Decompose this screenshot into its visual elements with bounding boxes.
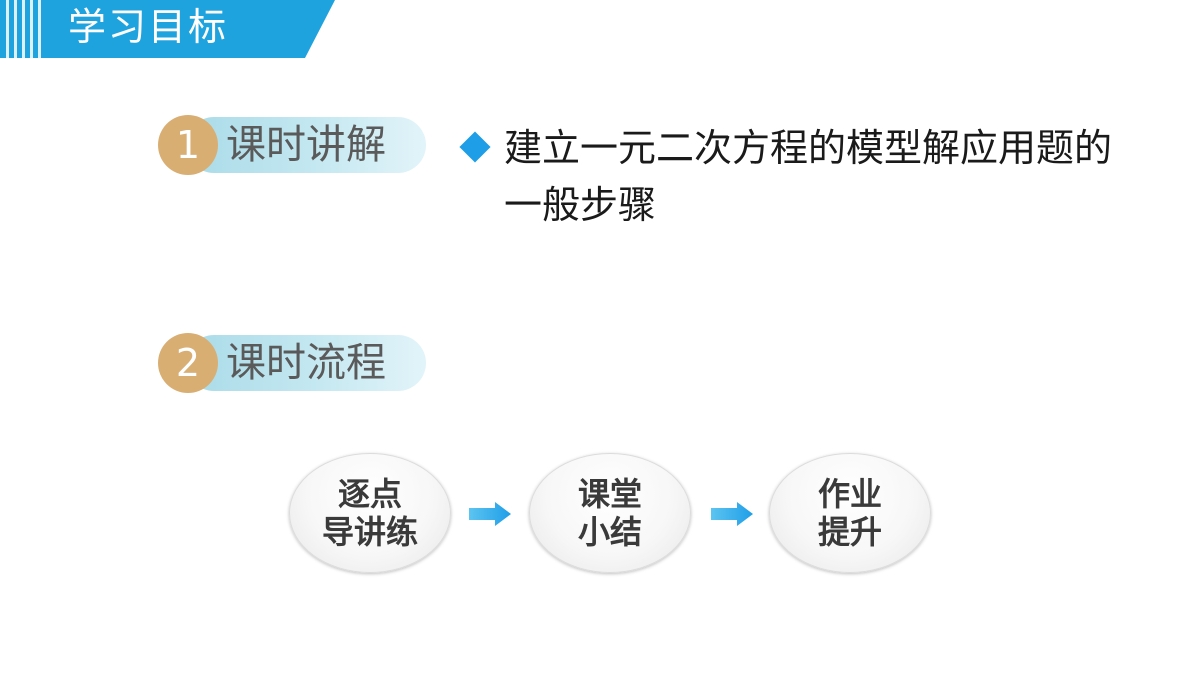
flow-node-label: 课堂 小结: [529, 475, 691, 551]
right-arrow-icon: [469, 502, 511, 526]
flow-node-label: 作业 提升: [769, 475, 931, 551]
section-number: 1: [158, 115, 218, 175]
flow-node-homework[interactable]: 作业 提升: [769, 453, 931, 573]
section-label: 课时流程: [226, 340, 386, 386]
section-pill: [186, 335, 426, 391]
section-label: 课时讲解: [226, 122, 386, 168]
section-pill: [186, 117, 426, 173]
page-title: 学习目标: [68, 5, 229, 49]
flow-node-label: 逐点 导讲练: [289, 475, 451, 551]
header-banner: 学习目标: [0, 0, 340, 58]
section-lesson-flow: 2 课时流程: [158, 333, 428, 393]
flow-node-summary[interactable]: 课堂 小结: [529, 453, 691, 573]
objective-text: 建立一元二次方程的模型解应用题的一般步骤: [504, 126, 1113, 227]
section-number: 2: [158, 333, 218, 393]
flow-node-line1: 课堂: [577, 475, 642, 513]
flow-node-line2: 小结: [577, 513, 642, 551]
flow-node-line2: 导讲练: [321, 513, 418, 551]
flow-node-line1: 逐点: [337, 475, 402, 513]
header-banner-shape: [0, 0, 335, 58]
section-lesson-explanation: 1 课时讲解: [158, 115, 428, 175]
flow-node-line2: 提升: [817, 513, 882, 551]
diamond-bullet-icon: [459, 131, 491, 163]
flow-node-practice[interactable]: 逐点 导讲练: [289, 453, 451, 573]
right-arrow-icon: [711, 502, 753, 526]
flow-node-line1: 作业: [817, 475, 882, 513]
